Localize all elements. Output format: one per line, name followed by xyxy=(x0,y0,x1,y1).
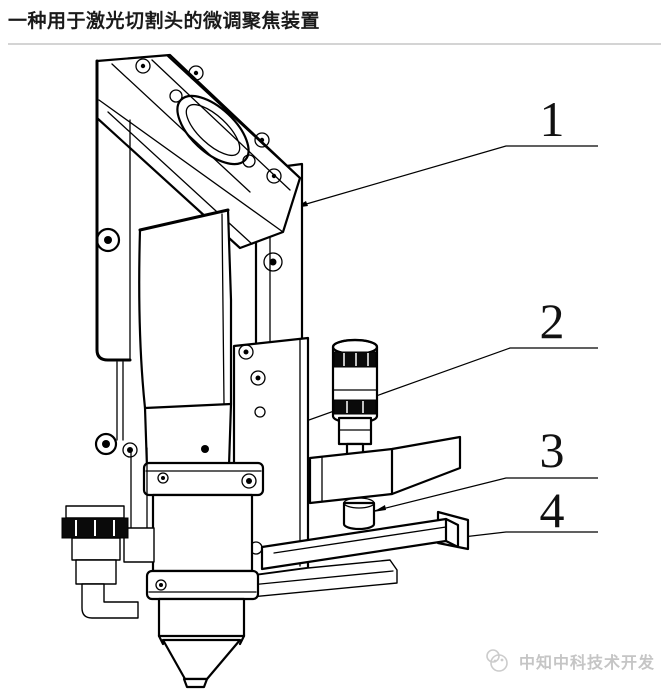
lens-barrel xyxy=(142,461,265,689)
patent-figure: 1 2 3 4 xyxy=(0,46,669,694)
watermark-text: 中知中科技术开发 xyxy=(518,655,655,672)
page-title: 一种用于激光切割头的微调聚焦装置 xyxy=(8,11,321,32)
clamp-arm xyxy=(260,510,470,571)
side-fitting xyxy=(61,447,155,619)
elbow-pipe xyxy=(81,583,139,619)
device-drawing xyxy=(61,53,470,689)
label-2: 2 xyxy=(540,293,565,349)
leader-line-2 xyxy=(280,347,598,431)
watermark: 中知中科技术开发 xyxy=(482,644,655,678)
device-drawing-svg: 1 2 3 4 xyxy=(61,53,598,689)
title-separator xyxy=(8,43,661,45)
main-body-left-plate xyxy=(94,59,138,458)
micrometer-head xyxy=(331,338,379,460)
watermark-logo-icon xyxy=(486,649,508,672)
figure-labels: 1 2 3 4 xyxy=(540,91,565,538)
label-1: 1 xyxy=(540,91,565,147)
fitting-link-block xyxy=(123,527,155,563)
leader-arrow-3 xyxy=(373,505,386,512)
label-4: 4 xyxy=(540,482,565,538)
nozzle-cone xyxy=(161,638,242,681)
nozzle-tip xyxy=(182,677,209,689)
label-3: 3 xyxy=(540,422,565,478)
leader-line-1 xyxy=(295,145,598,208)
leader-line-3 xyxy=(373,477,598,512)
bracket-lower-boss xyxy=(342,501,376,531)
micrometer-bracket xyxy=(308,435,462,531)
focus-column xyxy=(138,208,233,470)
